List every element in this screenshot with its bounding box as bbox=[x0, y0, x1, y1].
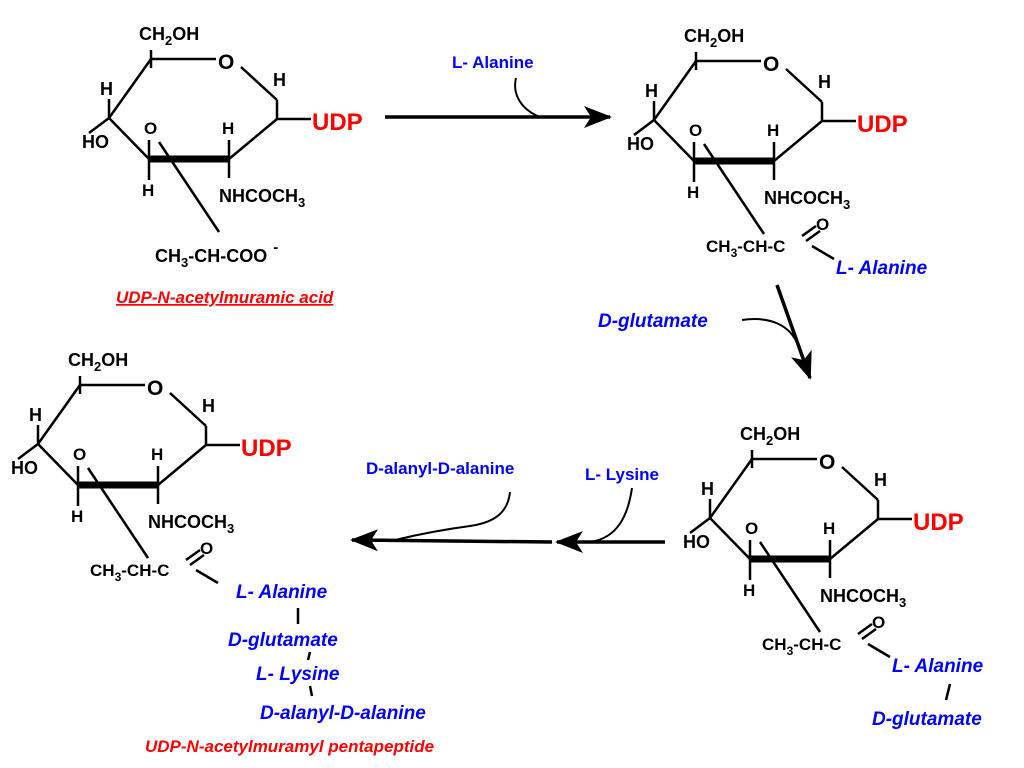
reagent-d-glutamate: D-glutamate bbox=[598, 311, 708, 332]
o-c3: O bbox=[745, 519, 758, 538]
h-c3: H bbox=[142, 181, 154, 200]
udp-label: UDP bbox=[857, 111, 908, 138]
nhcoch3-label: NHCOCH3 bbox=[764, 188, 850, 212]
nhcoch3-label: NHCOCH3 bbox=[820, 586, 906, 610]
ch2oh-label: CH2OH bbox=[139, 24, 199, 48]
udp-label: UDP bbox=[312, 109, 363, 136]
lactyl-label: CH3-CH-C bbox=[706, 237, 785, 260]
ring-oxygen: O bbox=[218, 51, 234, 74]
h-c4: H bbox=[701, 479, 714, 499]
ho-c4: HO bbox=[82, 132, 109, 152]
chain-1: D-glutamate bbox=[872, 709, 982, 730]
h-c3: H bbox=[71, 507, 83, 526]
ring-oxygen: O bbox=[147, 377, 163, 400]
h-anomeric: H bbox=[874, 470, 887, 490]
h-c4: H bbox=[29, 405, 42, 425]
reagent-l-lysine: L- Lysine bbox=[585, 465, 659, 484]
chain-3: D-alanyl-D-alanine bbox=[260, 703, 426, 724]
reagent-l-alanine: L- Alanine bbox=[452, 53, 534, 72]
ring-oxygen: O bbox=[819, 451, 835, 474]
udp-label: UDP bbox=[241, 435, 292, 462]
reaction-arrow-add-lysine-dala: L- Lysine D-alanyl-D-alanine bbox=[350, 459, 665, 553]
ch2oh-label: CH2OH bbox=[684, 26, 744, 50]
nhcoch3-label: NHCOCH3 bbox=[148, 512, 234, 536]
h-c4: H bbox=[645, 81, 658, 101]
h-anomeric: H bbox=[202, 396, 215, 416]
lactyl-label: CH3-CH-COO- bbox=[155, 239, 278, 270]
carbonyl-oxygen: O bbox=[816, 215, 829, 234]
lactyl-label: CH3-CH-C bbox=[762, 635, 841, 658]
chain-0: L- Alanine bbox=[236, 582, 328, 603]
ring-oxygen: O bbox=[763, 53, 779, 76]
carbonyl-oxygen: O bbox=[200, 539, 213, 558]
h-c2: H bbox=[767, 121, 779, 140]
reaction-arrow-add-alanine: L- Alanine bbox=[385, 53, 612, 128]
ch2oh-label: CH2OH bbox=[68, 350, 128, 374]
chain-1: D-glutamate bbox=[228, 630, 338, 651]
h-c4: H bbox=[100, 79, 113, 99]
chain-2: L- Lysine bbox=[256, 664, 340, 685]
ch2oh-label: CH2OH bbox=[740, 424, 800, 448]
h-anomeric: H bbox=[273, 70, 286, 90]
o-c3: O bbox=[144, 119, 157, 138]
reaction-arrow-add-glutamate: D-glutamate bbox=[598, 284, 812, 380]
h-c2: H bbox=[222, 119, 234, 138]
molecule-udp-n-acetylmuramic-acid: O CH2OH H UDP H HO O H H NHCOCH3 CH3-CH-… bbox=[82, 24, 363, 270]
carbonyl-oxygen: O bbox=[872, 613, 885, 632]
udp-label: UDP bbox=[913, 509, 964, 536]
molecule-udp-murnac-ala-glu: O CH2OH H UDP H HO O H H NHCOCH3 CH3-CH-… bbox=[683, 424, 984, 730]
o-c3: O bbox=[689, 121, 702, 140]
h-c3: H bbox=[687, 183, 699, 202]
title-udp-n-acetylmuramic-acid: UDP-N-acetylmuramic acid bbox=[116, 288, 334, 307]
chain-0: L- Alanine bbox=[836, 258, 928, 279]
molecule-udp-murnac-pentapeptide: O CH2OH H UDP H HO O H H NHCOCH3 CH3-CH-… bbox=[11, 350, 426, 724]
h-anomeric: H bbox=[818, 72, 831, 92]
reagent-d-alanyl-d-alanine: D-alanyl-D-alanine bbox=[366, 459, 514, 478]
h-c3: H bbox=[743, 581, 755, 600]
title-udp-n-acetylmuramyl-pentapeptide: UDP-N-acetylmuramyl pentapeptide bbox=[145, 737, 434, 756]
h-c2: H bbox=[823, 519, 835, 538]
ho-c4: HO bbox=[627, 134, 654, 154]
ho-c4: HO bbox=[683, 532, 710, 552]
chain-0: L- Alanine bbox=[892, 656, 984, 677]
h-c2: H bbox=[151, 445, 163, 464]
molecule-udp-murnac-alanine: O CH2OH H UDP H HO O H H NHCOCH3 CH3-CH-… bbox=[627, 26, 928, 279]
nhcoch3-label: NHCOCH3 bbox=[219, 186, 305, 210]
lactyl-label: CH3-CH-C bbox=[90, 561, 169, 584]
o-c3: O bbox=[73, 445, 86, 464]
ho-c4: HO bbox=[11, 458, 38, 478]
